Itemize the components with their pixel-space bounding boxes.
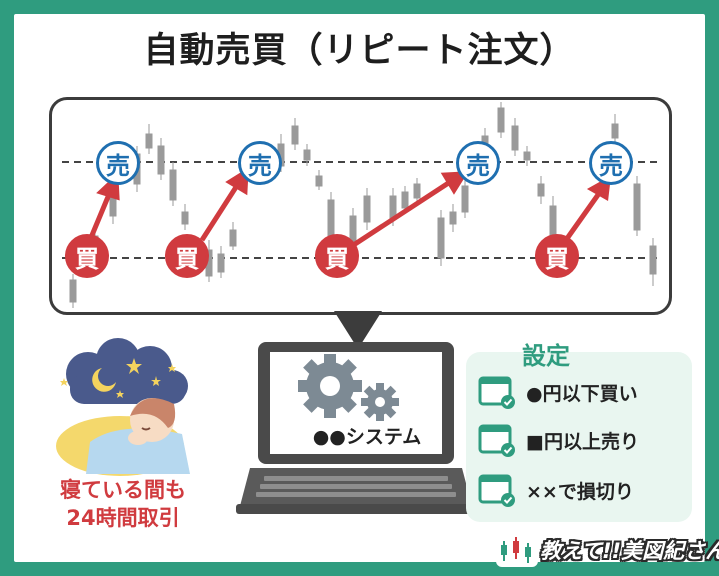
settings-title: 設定 (522, 342, 570, 370)
buy-badge: 買 (65, 234, 109, 278)
setting-label: ■円以上売り (526, 430, 639, 453)
sleep-caption: 寝ている間も 24時間取引 (28, 476, 218, 532)
setting-label: ××で損切り (526, 480, 634, 503)
sell-badge: 売 (238, 141, 282, 185)
setting-item: ●円以下買い (478, 374, 638, 410)
candle-chart-logo-icon (496, 533, 538, 567)
setting-item: ■円以上売り (478, 422, 639, 458)
trade-arrows (87, 167, 612, 249)
sleep-caption-line1: 寝ている間も (60, 478, 186, 502)
setting-label: ●円以下買い (526, 382, 638, 405)
moon-icon (92, 368, 116, 392)
candlestick-chart (62, 102, 659, 308)
checklist-window-icon (478, 422, 518, 458)
buy-badge: 買 (535, 234, 579, 278)
candles (69, 102, 657, 308)
setting-item: ××で損切り (478, 472, 634, 508)
gear-icon (298, 354, 399, 421)
brand-logo-text: 教えて!!美図紀さん (540, 539, 719, 563)
sell-badge: 売 (96, 141, 140, 185)
checklist-window-icon (478, 472, 518, 508)
laptop-screen-text: ●●システム (312, 426, 422, 448)
sleeping-person-illustration (56, 338, 190, 476)
brand-logo: 教えて!!美図紀さん (496, 527, 719, 571)
checklist-window-icon (478, 374, 518, 410)
star-icons (60, 358, 176, 398)
sell-badge: 売 (589, 141, 633, 185)
page-title: 自動売買（リピート注文） (143, 31, 576, 71)
sleep-caption-line2: 24時間取引 (66, 506, 180, 530)
laptop-illustration (236, 342, 474, 514)
buy-badge: 買 (315, 234, 359, 278)
buy-badge: 買 (165, 234, 209, 278)
sell-badge: 売 (456, 141, 500, 185)
candlestick-chart-panel: 売 売 売 売 買 買 買 買 (49, 97, 672, 315)
